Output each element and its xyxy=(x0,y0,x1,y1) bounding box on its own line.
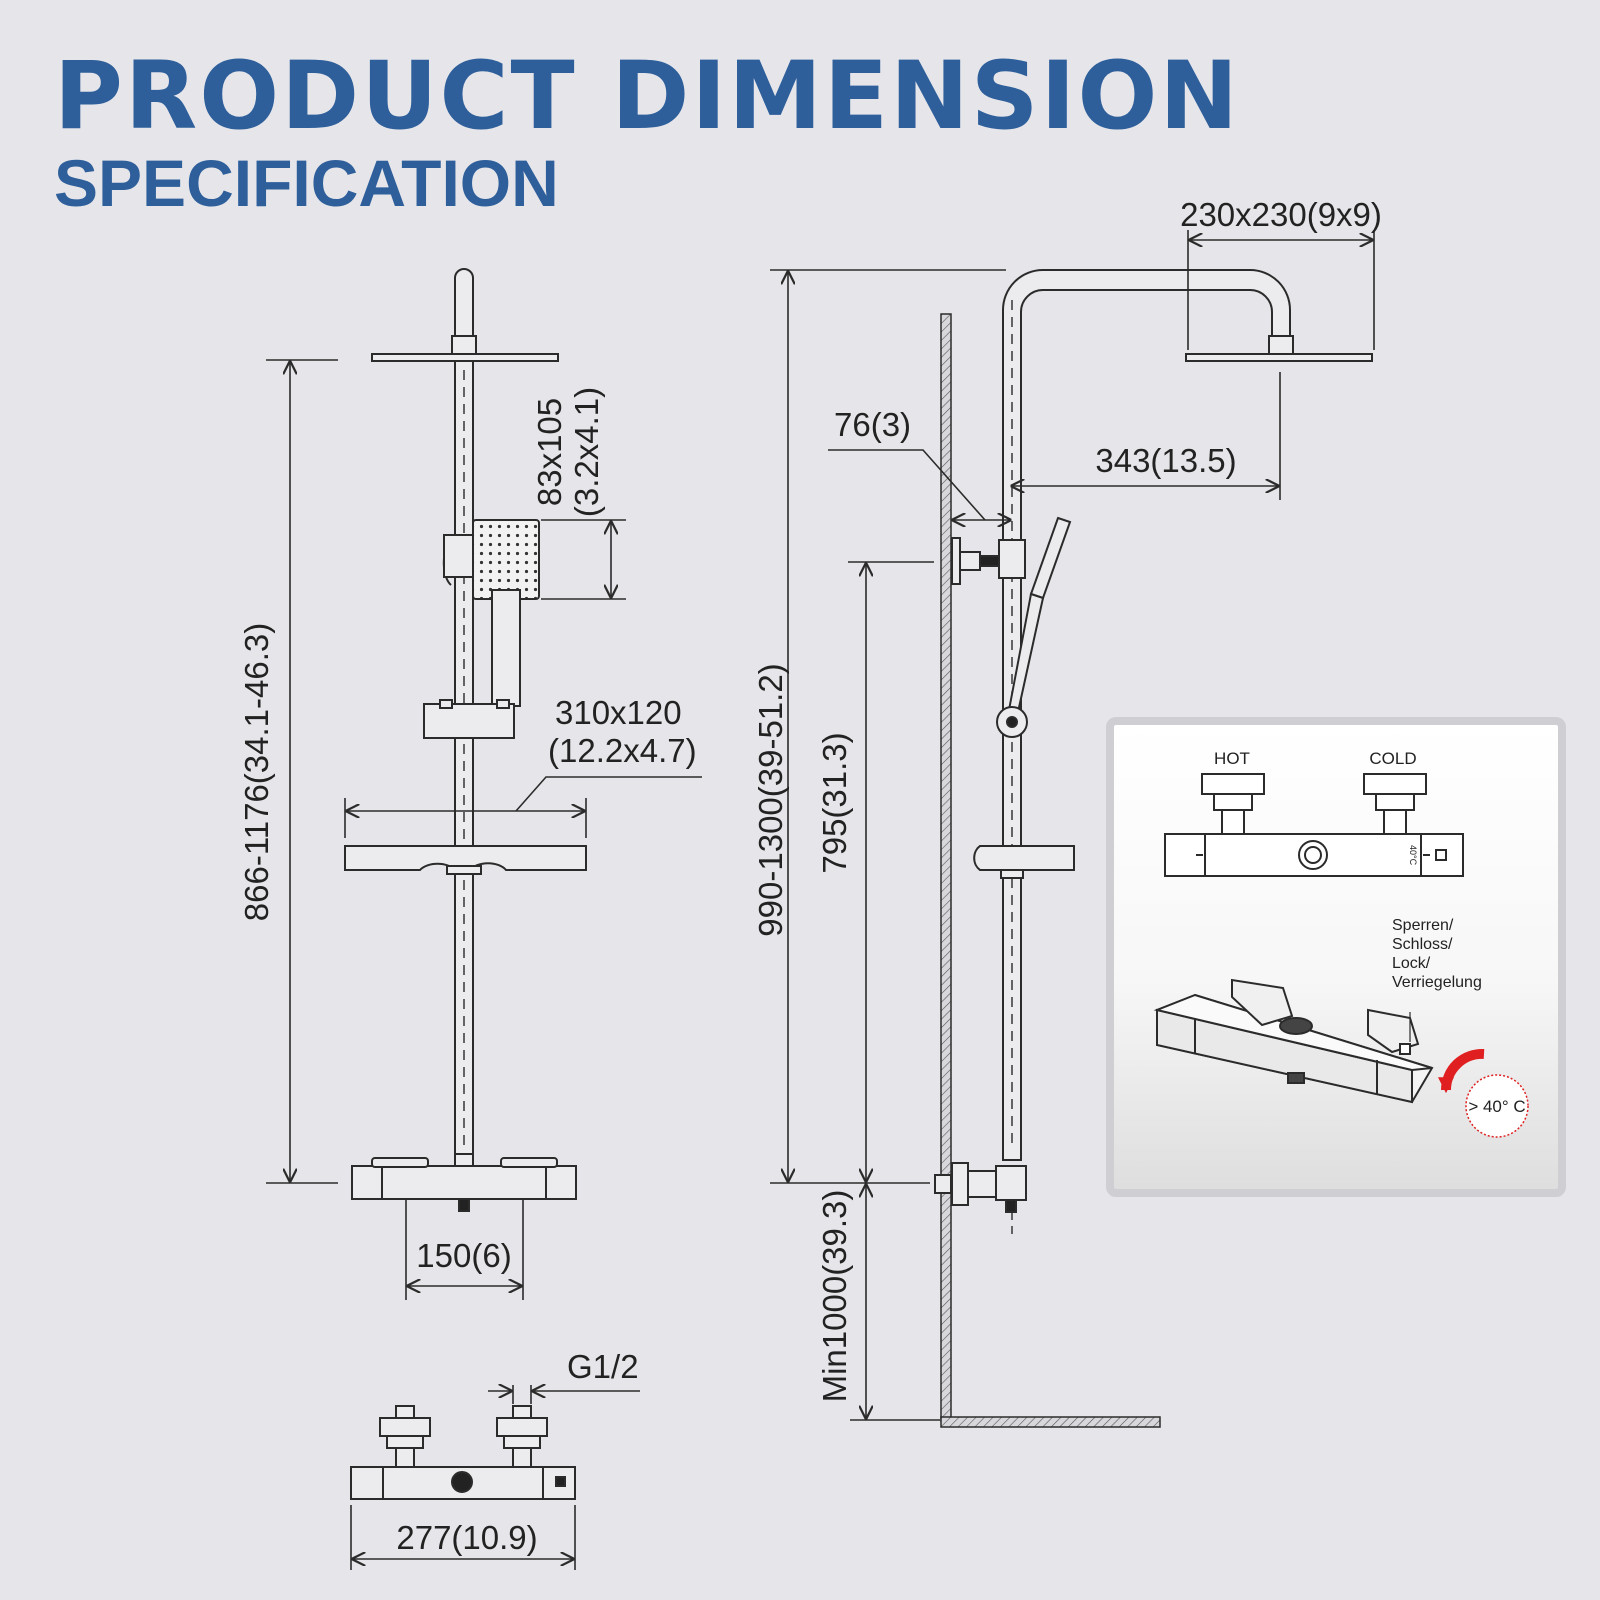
lock-label-line-1: Sperren/ xyxy=(1392,917,1454,934)
lock-arrow-icon xyxy=(1437,1048,1485,1094)
overhead-shower-head xyxy=(371,353,559,362)
shelf-size-label-2: (12.2x4.7) xyxy=(548,732,697,769)
side-view xyxy=(934,269,1373,1428)
hand-shower-handle xyxy=(491,589,521,707)
valve-dimension-lines xyxy=(350,1385,640,1570)
arm-reach-label: 343(13.5) xyxy=(1095,442,1236,479)
detail-front-valve xyxy=(1164,773,1464,877)
side-head-connector xyxy=(1268,335,1294,355)
detail-cold-handle xyxy=(1363,773,1427,835)
lock-label-line-4: Verriegelung xyxy=(1392,974,1482,991)
page-subtitle: SPECIFICATION xyxy=(54,146,559,220)
valve-width-label: 277(10.9) xyxy=(396,1519,537,1556)
overall-height-label: 866-1176(34.1-46.3) xyxy=(238,623,275,921)
iso-temp-knob xyxy=(1279,1017,1313,1035)
hot-inlet-fitting xyxy=(379,1405,431,1468)
front-view xyxy=(344,268,587,1212)
side-valve xyxy=(995,1165,1027,1201)
holder-height-label: 795(31.3) xyxy=(816,732,853,873)
iso-cold-handle xyxy=(1367,1008,1420,1054)
hand-shower-head xyxy=(472,519,540,600)
hand-shower-clamp xyxy=(443,534,475,578)
temperature-knob xyxy=(451,1471,473,1493)
side-riser-and-arm xyxy=(1002,269,1291,1161)
cold-inlet-fitting xyxy=(496,1405,548,1468)
hot-label: HOT xyxy=(1214,749,1250,768)
side-overhead-head xyxy=(1185,353,1373,362)
temp-scale-label: 40°C xyxy=(1408,845,1418,866)
temperature-limit-label: > 40° C xyxy=(1468,1097,1525,1116)
wall-offset-label: 76(3) xyxy=(834,406,911,443)
valve-top-view xyxy=(350,1405,576,1500)
hand-shower-size-label-2: (3.2x4.1) xyxy=(568,387,605,517)
hand-shower-holder xyxy=(423,703,515,739)
temperature-limit-badge xyxy=(1465,1074,1529,1138)
detail-hot-handle xyxy=(1201,773,1265,835)
page-title: PRODUCT DIMENSION xyxy=(54,42,1241,151)
top-wall-bracket xyxy=(998,539,1026,579)
front-valve-body xyxy=(351,1165,577,1200)
detail-isometric-valve xyxy=(1153,978,1434,1104)
side-dimension-lines xyxy=(770,230,1375,1421)
thread-label: G1/2 xyxy=(567,1348,639,1385)
inlet-spacing-label: 150(6) xyxy=(416,1237,511,1274)
floor-section xyxy=(940,1416,1161,1428)
head-size-label: 230x230(9x9) xyxy=(1180,196,1382,233)
adjustable-height-label: 990-1300(39-51.2) xyxy=(752,663,789,936)
shower-arm-connector xyxy=(451,335,477,355)
lock-label-line-2: Schloss/ xyxy=(1392,936,1453,953)
cold-label: COLD xyxy=(1369,749,1416,768)
lock-label-line-3: Lock/ xyxy=(1392,955,1431,972)
iso-hot-handle xyxy=(1231,978,1294,1027)
hand-shower-size-label-1: 83x105 xyxy=(531,398,568,506)
side-shelf xyxy=(973,845,1075,871)
shelf-size-label-1: 310x120 xyxy=(555,694,682,731)
mount-height-label: Min1000(39.3) xyxy=(816,1190,853,1403)
front-dimension-lines xyxy=(266,359,702,1300)
